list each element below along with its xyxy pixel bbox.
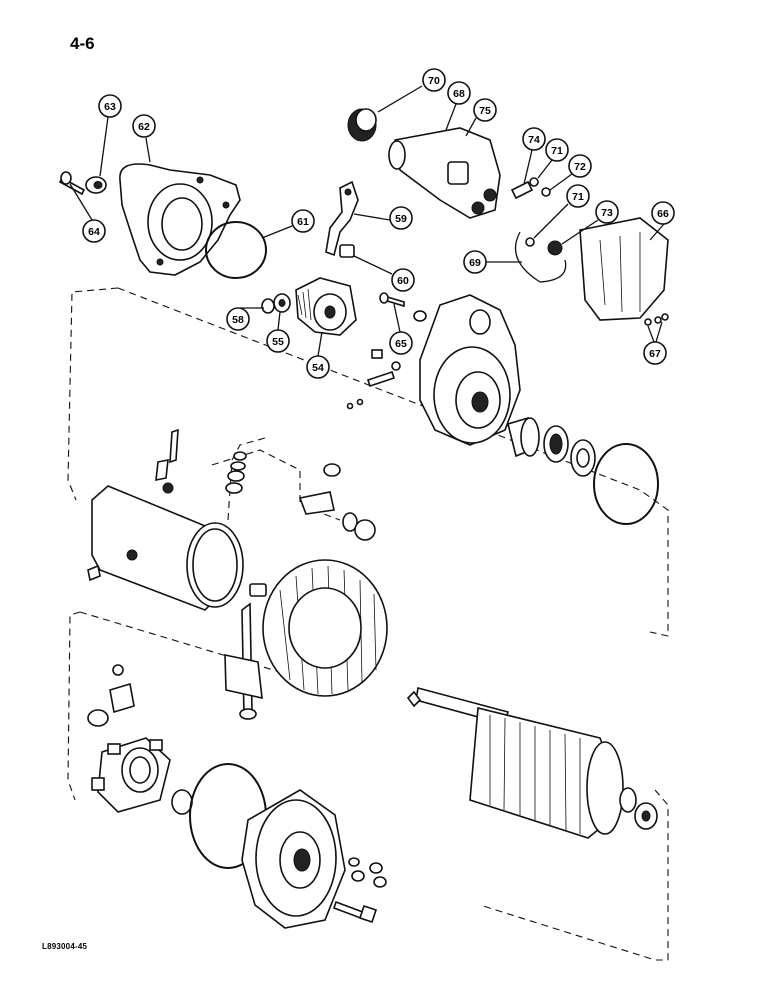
callout-72: 72 bbox=[549, 154, 592, 191]
part-61-o-ring bbox=[205, 221, 267, 279]
svg-text:70: 70 bbox=[428, 75, 440, 87]
part-70-boot bbox=[347, 108, 377, 142]
part-73-terminal bbox=[547, 240, 563, 256]
large-o-ring-right bbox=[593, 443, 659, 525]
callout-67: 67 bbox=[643, 321, 667, 365]
part-66-solenoid-cover bbox=[579, 217, 669, 321]
frame-hardware bbox=[346, 349, 401, 410]
svg-text:71: 71 bbox=[551, 145, 563, 157]
field-frame-housing bbox=[87, 482, 244, 611]
svg-text:69: 69 bbox=[469, 257, 481, 269]
svg-text:72: 72 bbox=[574, 161, 586, 173]
field-coil-assembly bbox=[224, 559, 388, 720]
callouts: 70 68 75 63 62 74 71 bbox=[69, 68, 675, 379]
callout-65: 65 bbox=[389, 303, 413, 355]
svg-text:64: 64 bbox=[88, 226, 100, 238]
part-55-washer-hole bbox=[278, 299, 286, 307]
callout-55: 55 bbox=[266, 311, 290, 353]
part-62-drive-housing bbox=[119, 163, 241, 276]
armature bbox=[406, 687, 658, 839]
field-terminal-stud bbox=[155, 428, 179, 481]
callout-63: 63 bbox=[98, 94, 122, 177]
svg-text:61: 61 bbox=[297, 216, 309, 228]
callout-59: 59 bbox=[353, 206, 413, 230]
callout-66: 66 bbox=[649, 201, 675, 241]
svg-text:54: 54 bbox=[312, 362, 324, 374]
callout-69: 69 bbox=[463, 250, 522, 274]
terminal-hardware-stack bbox=[225, 451, 376, 541]
callout-70: 70 bbox=[377, 68, 446, 113]
drive-end-frame bbox=[419, 294, 521, 446]
figure-code: L893004-45 bbox=[42, 942, 88, 951]
callout-62: 62 bbox=[132, 114, 156, 163]
commutator-end-hardware bbox=[332, 857, 387, 924]
part-64-bolt bbox=[58, 171, 86, 196]
part-59-shift-lever bbox=[325, 180, 359, 257]
svg-text:62: 62 bbox=[138, 121, 150, 133]
part-72-nut bbox=[541, 187, 551, 197]
callout-61: 61 bbox=[261, 209, 315, 239]
callout-64: 64 bbox=[69, 183, 106, 243]
part-54-drive-pinion bbox=[295, 277, 357, 336]
callout-71-lower: 71 bbox=[533, 184, 590, 239]
callout-54: 54 bbox=[306, 331, 330, 379]
svg-text:68: 68 bbox=[453, 88, 465, 100]
part-71-lockwasher bbox=[529, 177, 539, 187]
part-60-lever-pin bbox=[339, 244, 355, 258]
callout-71-upper: 71 bbox=[537, 138, 569, 179]
part-63-bushing bbox=[85, 176, 107, 194]
callout-60: 60 bbox=[353, 255, 415, 292]
svg-text:59: 59 bbox=[395, 213, 407, 225]
svg-text:67: 67 bbox=[649, 348, 661, 360]
svg-text:75: 75 bbox=[479, 105, 491, 117]
part-68-solenoid bbox=[388, 127, 501, 219]
callout-73: 73 bbox=[561, 200, 619, 245]
callout-74: 74 bbox=[522, 127, 546, 185]
part-67-screws bbox=[644, 313, 669, 326]
svg-text:66: 66 bbox=[657, 208, 669, 220]
part-65-screw bbox=[379, 292, 427, 322]
svg-text:74: 74 bbox=[528, 134, 540, 146]
svg-text:71: 71 bbox=[572, 191, 584, 203]
commutator-end-frame bbox=[241, 789, 346, 929]
callout-68: 68 bbox=[445, 81, 471, 131]
part-71-lockwasher-second bbox=[525, 237, 535, 247]
bushings-and-washers bbox=[507, 416, 596, 477]
svg-text:55: 55 bbox=[272, 336, 284, 348]
part-74-terminal-link bbox=[510, 180, 534, 200]
part-69-field-lead bbox=[514, 231, 567, 283]
callout-58: 58 bbox=[226, 307, 264, 331]
svg-text:65: 65 bbox=[395, 338, 407, 350]
callout-75: 75 bbox=[465, 98, 497, 137]
svg-text:63: 63 bbox=[104, 101, 116, 113]
svg-text:58: 58 bbox=[232, 314, 244, 326]
page-number: 4-6 bbox=[70, 34, 95, 53]
svg-text:73: 73 bbox=[601, 207, 613, 219]
brush-holder-assembly bbox=[87, 664, 193, 815]
svg-text:60: 60 bbox=[397, 275, 409, 287]
part-58-washer bbox=[261, 298, 275, 314]
